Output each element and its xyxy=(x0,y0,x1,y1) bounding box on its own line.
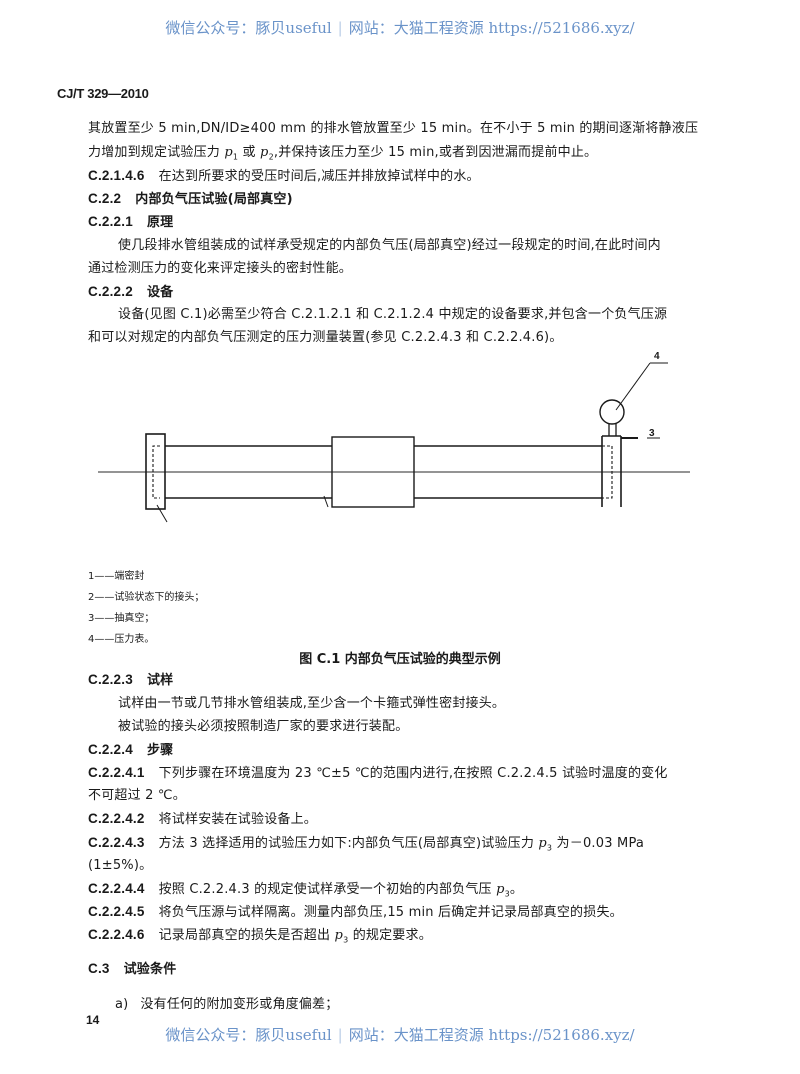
pressure-gauge-icon xyxy=(599,399,625,425)
watermark-separator: | xyxy=(337,19,343,37)
page-number: 14 xyxy=(86,1013,100,1027)
watermark-wechat: 微信公众号：豚贝useful xyxy=(165,19,332,37)
legend-item: 2——试验状态下的接头； xyxy=(88,592,205,603)
standard-code: CJ/T 329—2010 xyxy=(57,86,149,101)
paragraph-line: 通过检测压力的变化来评定接头的密封性能。 xyxy=(88,261,353,276)
paragraph-line: 其放置至少 5 min,DN/ID≥400 mm 的排水管放置至少 15 min… xyxy=(88,121,699,136)
figure-caption: 图 C.1 内部负气压试验的典型示例 xyxy=(299,652,501,667)
legend-item: 4——压力表。 xyxy=(88,634,155,645)
callout-3: 3 xyxy=(649,428,655,439)
legend-item: 3——抽真空； xyxy=(88,613,155,624)
paragraph-line: 使几段排水管组装成的试样承受规定的内部负气压(局部真空)经过一段规定的时间,在此… xyxy=(118,238,661,253)
list-item-a: a)没有任何的附加变形或角度偏差； xyxy=(115,997,339,1012)
watermark-site: 网站：大猫工程资源 https://521686.xyz/ xyxy=(348,19,635,37)
watermark-wechat: 微信公众号：豚贝useful xyxy=(165,1026,332,1044)
paragraph-line: 和可以对规定的内部负气压测定的压力测量装置(参见 C.2.2.4.3 和 C.2… xyxy=(88,330,563,345)
watermark-site: 网站：大猫工程资源 https://521686.xyz/ xyxy=(348,1026,635,1044)
paragraph-line: 设备(见图 C.1)必需至少符合 C.2.1.2.1 和 C.2.1.2.4 中… xyxy=(118,307,668,322)
paragraph-line: 试样由一节或几节排水管组装成,至少含一个卡箍式弹性密封接头。 xyxy=(118,696,506,711)
paragraph-line: (1±5%)。 xyxy=(88,858,153,873)
paragraph-line: 不可超过 2 ℃。 xyxy=(88,788,186,803)
figure-c1-diagram: 4 3 xyxy=(98,351,690,523)
paragraph-line: 被试验的接头必须按照制造厂家的要求进行装配。 xyxy=(118,719,409,734)
callout-4: 4 xyxy=(654,351,660,362)
end-seal-left xyxy=(145,433,166,510)
legend-item: 1——端密封 xyxy=(88,571,145,582)
joint-coupling xyxy=(331,436,415,508)
watermark-bottom: 微信公众号：豚贝useful | 网站：大猫工程资源 https://521686.… xyxy=(0,1024,800,1045)
watermark-top: 微信公众号：豚贝useful | 网站：大猫工程资源 https://521686.… xyxy=(0,17,800,38)
watermark-separator: | xyxy=(337,1026,343,1044)
paragraph-line: 力增加到规定试验压力 p1 或 p2,并保持该压力至少 15 min,或者到因泄… xyxy=(88,145,598,162)
